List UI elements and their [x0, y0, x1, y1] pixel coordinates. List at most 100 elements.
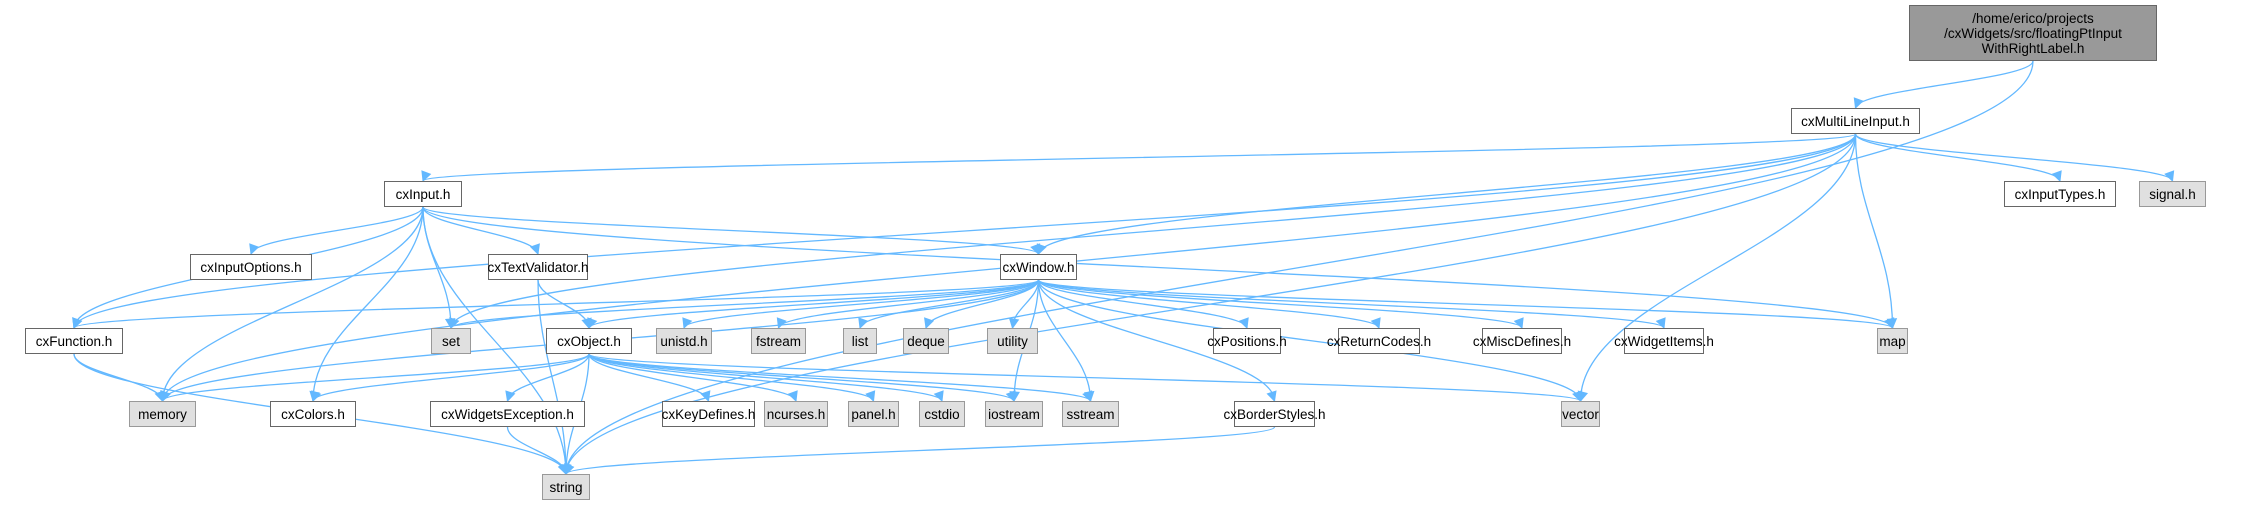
- node-inputoptions[interactable]: cxInputOptions.h: [190, 254, 312, 280]
- edge-multiline-to-window: [1037, 133, 1857, 255]
- arrowhead-icon: [2051, 170, 2062, 183]
- node-label: cxInputTypes.h: [2014, 186, 2106, 202]
- arrowhead-icon: [700, 390, 711, 403]
- node-label: cxColors.h: [281, 406, 345, 422]
- node-label: fstream: [755, 333, 801, 349]
- node-ncurses[interactable]: ncurses.h: [764, 401, 828, 427]
- edge-function-to-memory: [73, 353, 164, 402]
- edge-input-to-string: [422, 206, 567, 475]
- node-textvalidator[interactable]: cxTextValidator.h: [487, 254, 589, 280]
- edge-window-to-returncodes: [1037, 279, 1380, 329]
- edge-object-to-panel: [588, 353, 875, 402]
- arrowhead-icon: [1513, 317, 1524, 330]
- node-label: cxObject.h: [557, 333, 621, 349]
- node-label: memory: [138, 406, 187, 422]
- node-fstream[interactable]: fstream: [751, 328, 806, 354]
- edge-input-to-memory: [161, 206, 424, 402]
- node-list[interactable]: list: [843, 328, 877, 354]
- node-label: panel.h: [851, 406, 896, 422]
- arrowhead-icon: [858, 317, 869, 330]
- node-label: cxMiscDefines.h: [1472, 333, 1572, 349]
- edge-window-to-unistd: [683, 279, 1040, 329]
- edge-window-to-miscdefines: [1037, 279, 1523, 329]
- arrowhead-icon: [564, 463, 575, 476]
- node-inputtypes[interactable]: cxInputTypes.h: [2004, 181, 2116, 207]
- node-window[interactable]: cxWindow.h: [1000, 254, 1077, 280]
- node-returncodes[interactable]: cxReturnCodes.h: [1327, 328, 1431, 354]
- edge-object-to-colors: [312, 353, 590, 402]
- edge-multiline-to-inputtypes: [1854, 133, 2061, 182]
- node-vector[interactable]: vector: [1561, 401, 1600, 427]
- node-colors[interactable]: cxColors.h: [270, 401, 356, 427]
- edge-object-to-memory: [161, 353, 590, 402]
- node-label: vector: [1562, 406, 1599, 422]
- node-input[interactable]: cxInput.h: [384, 181, 462, 207]
- arrowhead-icon: [1030, 243, 1041, 256]
- arrowhead-icon: [1370, 317, 1381, 330]
- node-label: unistd.h: [660, 333, 708, 349]
- node-label: cstdio: [924, 406, 960, 422]
- edge-widgetsexception-to-string: [506, 426, 567, 475]
- arrowhead-icon: [1884, 317, 1895, 330]
- node-root[interactable]: /home/erico/projects /cxWidgets/src/floa…: [1909, 5, 2157, 61]
- edge-multiline-to-set: [450, 133, 1857, 329]
- arrowhead-icon: [1572, 390, 1583, 403]
- node-multiline[interactable]: cxMultiLineInput.h: [1791, 108, 1920, 134]
- arrowhead-icon: [1005, 390, 1016, 403]
- node-function[interactable]: cxFunction.h: [25, 328, 123, 354]
- node-utility[interactable]: utility: [987, 328, 1038, 354]
- arrowhead-icon: [529, 243, 540, 256]
- node-label: cxMultiLineInput.h: [1801, 113, 1910, 129]
- node-sstream[interactable]: sstream: [1062, 401, 1119, 427]
- node-string[interactable]: string: [542, 474, 590, 500]
- edge-object-to-iostream: [588, 353, 1015, 402]
- node-label: iostream: [988, 406, 1040, 422]
- edge-input-to-inputoptions: [250, 206, 424, 255]
- node-unistd[interactable]: unistd.h: [656, 328, 712, 354]
- edge-multiline-to-signal: [1854, 133, 2174, 182]
- arrowhead-icon: [1853, 97, 1864, 110]
- node-borderstyles[interactable]: cxBorderStyles.h: [1223, 401, 1326, 427]
- node-signal[interactable]: signal.h: [2139, 181, 2206, 207]
- edge-window-to-positions: [1037, 279, 1248, 329]
- node-label: ncurses.h: [766, 406, 826, 422]
- arrowhead-icon: [1655, 317, 1666, 330]
- arrowhead-icon: [682, 317, 693, 330]
- arrowhead-icon: [787, 390, 798, 403]
- node-map[interactable]: map: [1877, 328, 1908, 354]
- edge-textvalidator-to-string: [537, 279, 567, 475]
- node-label: cxWidgetsException.h: [441, 406, 574, 422]
- arrowhead-icon: [865, 390, 876, 403]
- node-label: cxInput.h: [395, 186, 451, 202]
- node-label: cxFunction.h: [35, 333, 113, 349]
- edge-input-to-colors: [312, 206, 424, 402]
- edge-window-to-object: [588, 279, 1040, 329]
- edge-window-to-map: [1037, 279, 1894, 329]
- edge-window-to-vector: [1037, 279, 1582, 402]
- node-label: cxBorderStyles.h: [1223, 406, 1326, 422]
- arrowhead-icon: [449, 317, 460, 330]
- node-object[interactable]: cxObject.h: [546, 328, 632, 354]
- node-label: /home/erico/projects /cxWidgets/src/floa…: [1944, 10, 2122, 56]
- node-positions[interactable]: cxPositions.h: [1207, 328, 1287, 354]
- arrowhead-icon: [587, 317, 598, 330]
- node-panel[interactable]: panel.h: [848, 401, 899, 427]
- node-label: list: [851, 333, 869, 349]
- node-widgetsexception[interactable]: cxWidgetsException.h: [430, 401, 585, 427]
- arrowhead-icon: [421, 170, 432, 183]
- node-label: cxTextValidator.h: [487, 259, 589, 275]
- edge-root-to-multiline: [1854, 60, 2034, 109]
- node-iostream[interactable]: iostream: [985, 401, 1043, 427]
- node-widgetitems[interactable]: cxWidgetItems.h: [1614, 328, 1714, 354]
- node-miscdefines[interactable]: cxMiscDefines.h: [1473, 328, 1571, 354]
- node-cstdio[interactable]: cstdio: [919, 401, 965, 427]
- node-label: cxPositions.h: [1207, 333, 1287, 349]
- edge-root-to-string: [565, 60, 2034, 475]
- node-memory[interactable]: memory: [129, 401, 196, 427]
- node-deque[interactable]: deque: [903, 328, 949, 354]
- node-keydefines[interactable]: cxKeyDefines.h: [662, 401, 755, 427]
- edge-window-to-sstream: [1037, 279, 1092, 402]
- node-set[interactable]: set: [431, 328, 471, 354]
- node-label: sstream: [1066, 406, 1115, 422]
